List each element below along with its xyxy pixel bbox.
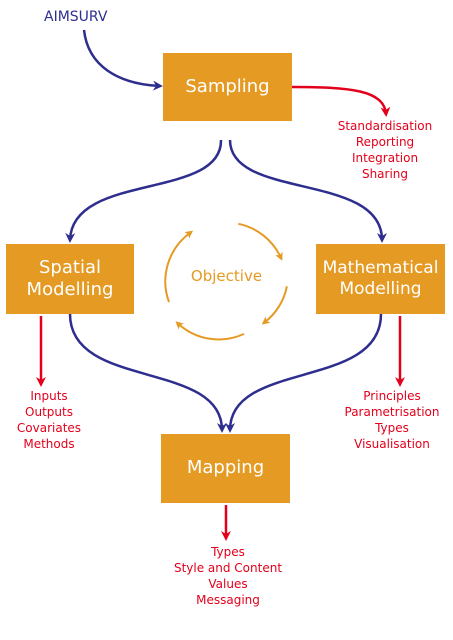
list-item: Style and Content	[173, 561, 283, 575]
sampling-box: Sampling	[163, 53, 292, 121]
list-item: Principles	[363, 389, 421, 403]
list-item: Standardisation	[337, 119, 433, 133]
list-item: Messaging	[196, 593, 260, 607]
arrow-sampling-details	[291, 85, 391, 117]
arrow-sampling-to-spatial	[65, 139, 223, 243]
mapping-label: Mapping	[186, 457, 265, 479]
objective-label: Objective	[190, 267, 263, 285]
list-item: Inputs	[30, 389, 68, 403]
list-item: Reporting	[355, 135, 415, 149]
list-item: Types	[211, 545, 245, 559]
list-item: Types	[375, 421, 409, 435]
list-item: Integration	[351, 151, 419, 165]
list-item: Visualisation	[354, 437, 430, 451]
list-item: Outputs	[25, 405, 73, 419]
arrow-sampling-to-mathematical	[228, 139, 387, 243]
mathematical-label-line-2: Modelling	[339, 279, 422, 299]
sampling-details-list: Standardisation Reporting Integration Sh…	[330, 118, 440, 182]
mapping-details-list: Types Style and Content Values Messaging	[163, 544, 293, 608]
mathematical-label-line-1: Mathematical	[322, 257, 439, 278]
arrow-spatial-to-mapping	[68, 313, 227, 433]
mathematical-modelling-box: Mathematical Modelling	[316, 244, 445, 314]
sampling-label: Sampling	[185, 75, 270, 97]
list-item: Sharing	[361, 167, 409, 181]
list-item: Methods	[23, 437, 75, 451]
aimsurv-label: AIMSURV	[44, 9, 108, 25]
objective-cycle	[164, 222, 288, 341]
list-item: Covariates	[16, 421, 82, 435]
spatial-label-line-1: Spatial	[39, 256, 101, 278]
mapping-box: Mapping	[161, 434, 290, 503]
spatial-details-list: Inputs Outputs Covariates Methods	[0, 388, 104, 452]
list-item: Parametrisation	[344, 405, 440, 419]
list-item: Values	[208, 577, 248, 591]
spatial-modelling-box: Spatial Modelling	[6, 244, 134, 314]
arrow-mathematical-to-mapping	[225, 313, 383, 433]
mathematical-details-list: Principles Parametrisation Types Visuali…	[342, 388, 442, 452]
spatial-label-line-2: Modelling	[26, 279, 114, 300]
arrow-aimsurv-to-sampling	[82, 29, 163, 91]
